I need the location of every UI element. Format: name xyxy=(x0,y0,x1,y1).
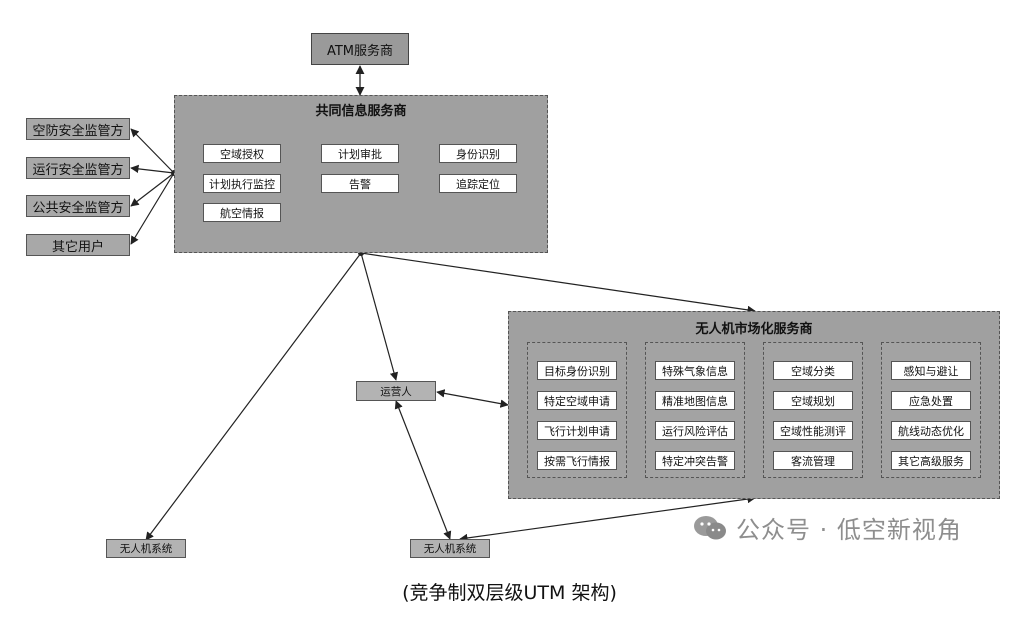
stakeholder-box: 其它用户 xyxy=(26,234,130,256)
market-service: 其它高级服务 xyxy=(891,451,971,470)
market-service: 感知与避让 xyxy=(891,361,971,380)
stake3-link xyxy=(130,172,175,207)
uas-right-market-link xyxy=(459,494,756,543)
atm-provider-label: ATM服务商 xyxy=(326,43,394,59)
uas-left-box: 无人机系统 xyxy=(106,539,186,558)
market-service: 客流管理 xyxy=(773,451,853,470)
stakeholder-box: 运行安全监管方 xyxy=(26,157,130,179)
market-service: 运行风险评估 xyxy=(655,421,735,440)
stake4-link xyxy=(130,172,175,245)
shared-info-provider-title: 共同信息服务商 xyxy=(315,104,407,119)
shared-function: 告警 xyxy=(321,174,399,193)
market-service: 目标身份识别 xyxy=(537,361,617,380)
atm-provider-box: ATM服务商 xyxy=(311,33,409,65)
market-service: 按需飞行情报 xyxy=(537,451,617,470)
shared-function: 计划执行监控 xyxy=(203,174,281,193)
shared-uas-left-link xyxy=(145,252,362,541)
market-service: 特定空域申请 xyxy=(537,391,617,410)
stakeholder-box: 公共安全监管方 xyxy=(26,195,130,217)
uas-right-box: 无人机系统 xyxy=(410,539,490,558)
operator-uas-right-link xyxy=(394,400,452,540)
shared-function: 追踪定位 xyxy=(439,174,517,193)
watermark: 公众号 · 低空新视角 xyxy=(692,510,962,545)
operator-box: 运营人 xyxy=(356,381,436,401)
shared-function: 计划审批 xyxy=(321,144,399,163)
stakeholder-box: 空防安全监管方 xyxy=(26,118,130,140)
market-provider-title: 无人机市场化服务商 xyxy=(695,322,813,337)
market-service: 飞行计划申请 xyxy=(537,421,617,440)
shared-function: 空域授权 xyxy=(203,144,281,163)
shared-function: 身份识别 xyxy=(439,144,517,163)
market-service: 空域分类 xyxy=(773,361,853,380)
shared-market-link xyxy=(360,252,756,315)
market-service: 空域性能测评 xyxy=(773,421,853,440)
market-service: 特殊气象信息 xyxy=(655,361,735,380)
market-service: 空域规划 xyxy=(773,391,853,410)
shared-operator-link xyxy=(360,252,399,381)
operator-market-link xyxy=(436,389,509,408)
figure-caption: (竞争制双层级UTM 架构) xyxy=(402,582,617,604)
stake1-link xyxy=(130,128,175,174)
shared-function: 航空情报 xyxy=(203,203,281,222)
market-service: 应急处置 xyxy=(891,391,971,410)
stake2-link xyxy=(130,164,175,174)
watermark-text: 公众号 · 低空新视角 xyxy=(736,516,962,544)
market-service: 特定冲突告警 xyxy=(655,451,735,470)
market-service: 航线动态优化 xyxy=(891,421,971,440)
wechat-icon xyxy=(694,515,726,539)
market-service: 精准地图信息 xyxy=(655,391,735,410)
